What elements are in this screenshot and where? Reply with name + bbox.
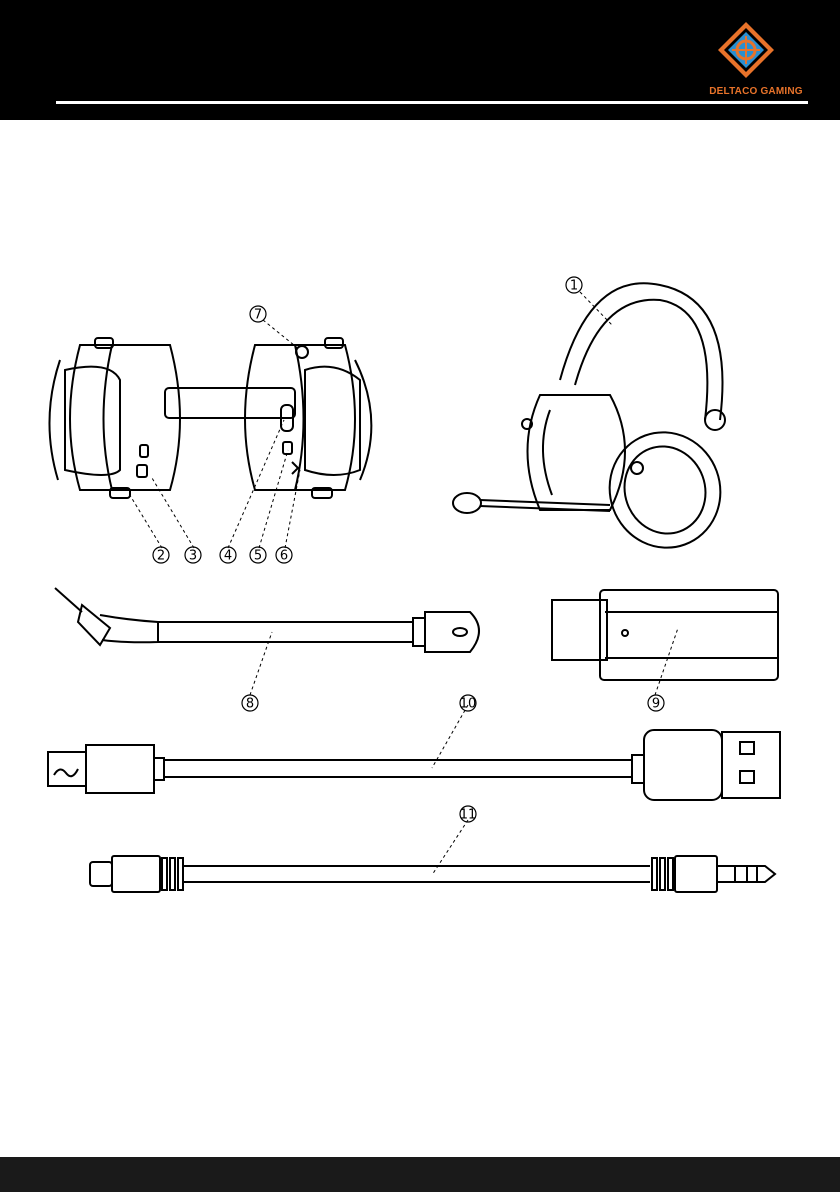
- callout-11: 11: [460, 808, 477, 823]
- callout-3: 3: [189, 549, 197, 564]
- callout-4: 4: [224, 549, 232, 564]
- page-footer: [0, 1157, 840, 1192]
- callout-10: 10: [460, 697, 477, 712]
- callout-8: 8: [246, 697, 254, 712]
- callout-5: 5: [254, 549, 262, 564]
- detachable-microphone-illustration: [55, 588, 479, 652]
- audio-3-5mm-cable-illustration: [90, 856, 775, 892]
- headset-side-view-illustration: [453, 283, 737, 563]
- headset-front-view-illustration: [49, 338, 371, 498]
- callout-7: 7: [254, 308, 262, 323]
- callout-6: 6: [280, 549, 288, 564]
- usb-micro-cable-illustration: [48, 730, 780, 800]
- callout-9: 9: [652, 697, 660, 712]
- callout-1: 1: [570, 279, 578, 294]
- callout-2: 2: [157, 549, 165, 564]
